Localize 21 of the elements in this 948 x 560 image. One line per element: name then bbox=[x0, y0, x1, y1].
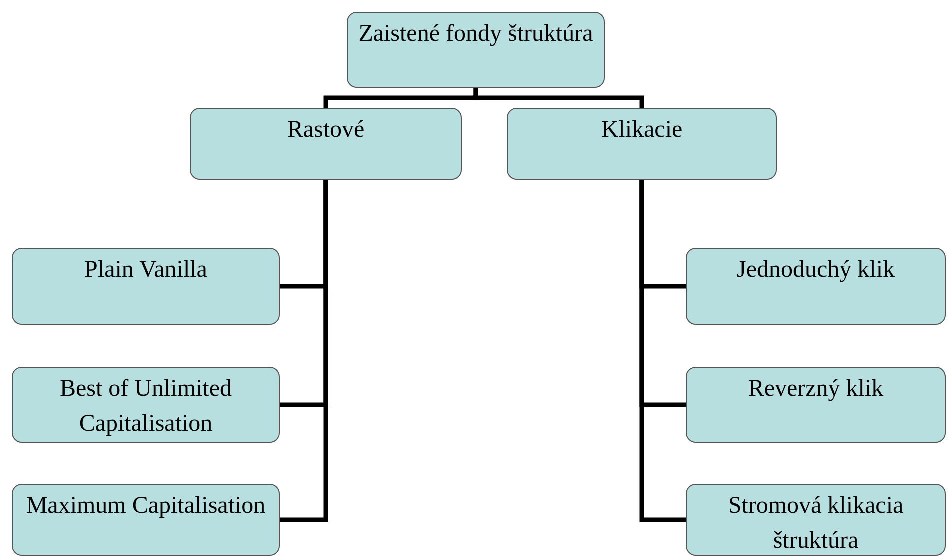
connector-line bbox=[280, 180, 328, 522]
category-box bbox=[12, 367, 280, 443]
box-label: Klikacie bbox=[601, 116, 683, 145]
category-box bbox=[686, 367, 946, 443]
box-label: Maximum Capitalisation bbox=[26, 492, 266, 521]
category-box bbox=[190, 108, 462, 180]
category-box bbox=[12, 484, 280, 556]
category-box bbox=[686, 484, 946, 556]
connector-line bbox=[474, 88, 644, 108]
connector-line bbox=[640, 180, 686, 522]
category-box bbox=[507, 108, 777, 180]
category-box bbox=[12, 248, 280, 325]
box-label: Jednoduchý klik bbox=[737, 256, 895, 285]
box-label: Best of Unlimited Capitalisation bbox=[59, 375, 233, 439]
category-box bbox=[347, 12, 605, 88]
box-label: Plain Vanilla bbox=[84, 256, 208, 285]
box-label: Stromová klikacia štruktúra bbox=[727, 492, 905, 556]
category-box bbox=[686, 248, 946, 325]
box-label: Rastové bbox=[287, 116, 365, 145]
box-label: Reverzný klik bbox=[748, 375, 884, 404]
box-label: Zaistené fondy štruktúra bbox=[358, 20, 594, 49]
